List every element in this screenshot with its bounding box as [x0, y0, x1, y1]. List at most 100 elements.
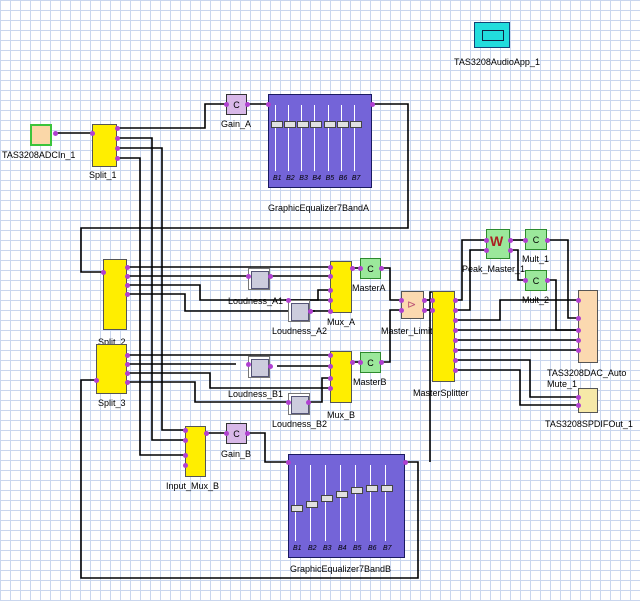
connection-pin[interactable] — [89, 130, 95, 136]
adc-in-block[interactable] — [30, 124, 52, 146]
eq-band-knob[interactable] — [351, 487, 363, 494]
loudness-b1-block[interactable] — [248, 356, 270, 378]
eq-band-knob[interactable] — [284, 121, 297, 128]
connection-pin[interactable] — [369, 101, 375, 107]
connection-pin[interactable] — [305, 399, 311, 405]
eq-band-knob[interactable] — [336, 121, 349, 128]
connection-pin[interactable] — [267, 363, 273, 369]
connection-pin[interactable] — [507, 237, 513, 243]
mult-2-block[interactable]: C — [525, 270, 547, 291]
connection-pin[interactable] — [421, 307, 427, 313]
master-b-block[interactable]: C — [360, 352, 381, 373]
eq-band-slider[interactable] — [271, 105, 283, 171]
connection-pin[interactable] — [182, 437, 188, 443]
loudness-b2-block[interactable] — [288, 393, 310, 415]
connection-pin[interactable] — [245, 273, 251, 279]
connection-pin[interactable] — [349, 359, 355, 365]
connection-pin[interactable] — [223, 430, 229, 436]
mult-1-block[interactable]: C — [525, 229, 547, 250]
eq-band-slider[interactable] — [351, 465, 363, 541]
connection-pin[interactable] — [398, 297, 404, 303]
connection-pin[interactable] — [245, 361, 251, 367]
eq-band-slider[interactable] — [381, 465, 393, 541]
eq-band-slider[interactable] — [336, 105, 349, 171]
mux-b-block[interactable] — [330, 351, 352, 403]
eq-band-slider[interactable] — [297, 105, 310, 171]
loudness-a2-block[interactable] — [288, 300, 310, 322]
connection-pin[interactable] — [223, 101, 229, 107]
connection-pin[interactable] — [327, 287, 333, 293]
master-limiter-block[interactable]: ⊳ — [401, 291, 424, 319]
input-mux-b-block[interactable] — [185, 426, 206, 477]
split-2-block[interactable] — [103, 259, 127, 330]
split-3-block[interactable] — [96, 344, 127, 394]
connection-pin[interactable] — [327, 352, 333, 358]
connection-pin[interactable] — [452, 337, 458, 343]
connection-pin[interactable] — [114, 145, 120, 151]
connection-pin[interactable] — [483, 247, 489, 253]
connection-pin[interactable] — [507, 247, 513, 253]
eq-band-slider[interactable] — [310, 105, 323, 171]
connection-pin[interactable] — [452, 307, 458, 313]
connection-pin[interactable] — [575, 402, 581, 408]
connection-pin[interactable] — [124, 282, 130, 288]
connection-pin[interactable] — [114, 135, 120, 141]
connection-pin[interactable] — [267, 273, 273, 279]
eq-band-knob[interactable] — [321, 495, 333, 502]
connection-pin[interactable] — [575, 315, 581, 321]
connection-pin[interactable] — [452, 327, 458, 333]
connection-pin[interactable] — [124, 264, 130, 270]
eq-band-knob[interactable] — [323, 121, 336, 128]
connection-pin[interactable] — [124, 273, 130, 279]
spdif-out-block[interactable] — [578, 388, 598, 413]
connection-pin[interactable] — [544, 277, 550, 283]
mux-a-block[interactable] — [330, 261, 352, 313]
audio-app-block[interactable] — [474, 22, 510, 48]
connection-pin[interactable] — [575, 347, 581, 353]
eq-band-slider[interactable] — [323, 105, 336, 171]
eq-band-slider[interactable] — [366, 465, 378, 541]
eq-band-slider[interactable] — [306, 465, 318, 541]
connection-pin[interactable] — [429, 297, 435, 303]
connection-pin[interactable] — [575, 297, 581, 303]
eq-band-slider[interactable] — [284, 105, 297, 171]
connection-pin[interactable] — [357, 359, 363, 365]
connection-pin[interactable] — [285, 399, 291, 405]
eq-band-knob[interactable] — [297, 121, 310, 128]
connection-pin[interactable] — [402, 459, 408, 465]
connection-pin[interactable] — [93, 377, 99, 383]
dac-auto-mute-block[interactable] — [578, 290, 598, 363]
connection-pin[interactable] — [483, 237, 489, 243]
eq-band-knob[interactable] — [310, 121, 323, 128]
connection-pin[interactable] — [327, 273, 333, 279]
eq-band-slider[interactable] — [321, 465, 333, 541]
connection-pin[interactable] — [398, 307, 404, 313]
connection-pin[interactable] — [327, 264, 333, 270]
eq-band-slider[interactable] — [291, 465, 303, 541]
connection-pin[interactable] — [327, 385, 333, 391]
master-splitter-block[interactable] — [432, 291, 455, 382]
connection-pin[interactable] — [452, 317, 458, 323]
connection-pin[interactable] — [378, 265, 384, 271]
connection-pin[interactable] — [203, 430, 209, 436]
loudness-a1-block[interactable] — [248, 268, 270, 290]
eq-band-knob[interactable] — [366, 485, 378, 492]
connection-pin[interactable] — [421, 297, 427, 303]
eq-band-knob[interactable] — [381, 485, 393, 492]
connection-pin[interactable] — [114, 155, 120, 161]
connection-pin[interactable] — [124, 291, 130, 297]
connection-pin[interactable] — [575, 337, 581, 343]
connection-pin[interactable] — [52, 130, 58, 136]
connection-pin[interactable] — [327, 297, 333, 303]
connection-pin[interactable] — [327, 308, 333, 314]
connection-pin[interactable] — [575, 327, 581, 333]
eq-band-knob[interactable] — [306, 501, 318, 508]
eq-band-knob[interactable] — [291, 505, 303, 512]
eq-band-slider[interactable] — [349, 105, 362, 171]
connection-pin[interactable] — [244, 430, 250, 436]
connection-pin[interactable] — [182, 462, 188, 468]
eq-band-slider[interactable] — [336, 465, 348, 541]
connection-pin[interactable] — [124, 379, 130, 385]
split-1-block[interactable] — [92, 124, 117, 167]
